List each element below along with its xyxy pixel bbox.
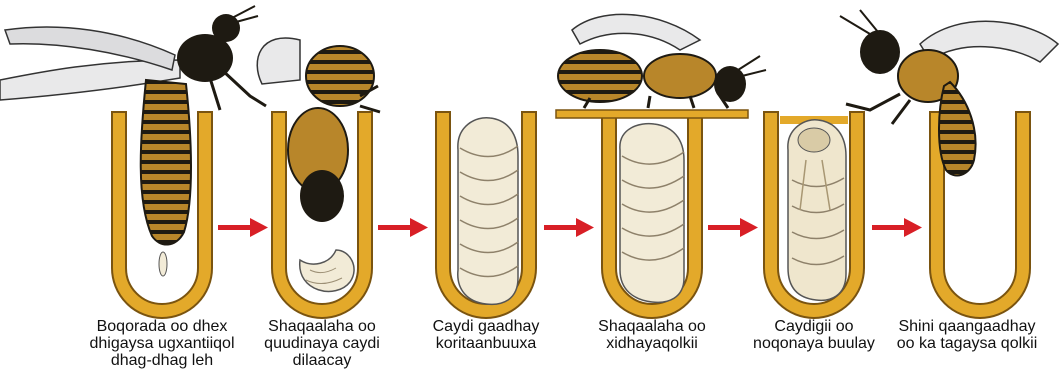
arrow-5 xyxy=(872,218,922,237)
egg xyxy=(159,252,167,276)
arrow-3 xyxy=(544,218,594,237)
arrow-2 xyxy=(378,218,428,237)
arrow-4 xyxy=(708,218,758,237)
stage-2-caption: Shaqaalaha oo quudinaya caydi dilaacay xyxy=(227,318,417,369)
grown-larva-icon xyxy=(458,118,518,305)
cells-group xyxy=(112,110,1030,318)
stage-6-caption: Shini qaangaadhay oo ka tagaysa qolkii xyxy=(872,318,1062,352)
pupa-icon xyxy=(780,116,848,300)
worker-capping-cell-icon xyxy=(558,14,766,302)
stage-3-caption: Caydi gaadhay koritaanbuuxa xyxy=(391,318,581,352)
queen-bee-laying-egg-icon xyxy=(0,6,266,276)
cell-4-cap xyxy=(556,110,748,118)
arrow-1 xyxy=(218,218,268,237)
